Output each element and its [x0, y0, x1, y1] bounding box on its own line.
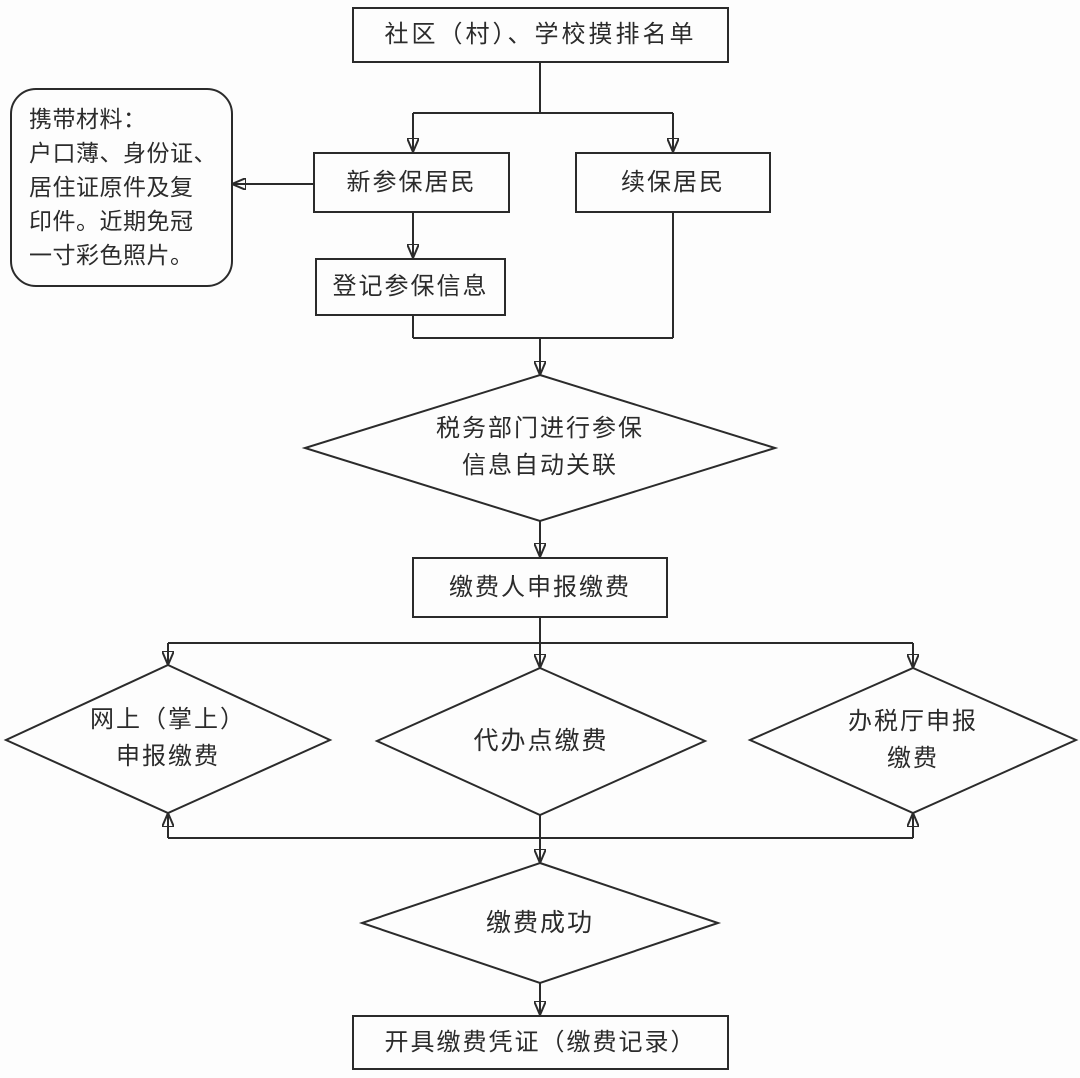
renew-resident-node: 续保居民: [575, 152, 771, 213]
tax-hall-payment-node-label: 办税厅申报 缴费: [848, 708, 978, 772]
screening-list-node: 社区（村）、学校摸排名单: [352, 7, 729, 63]
online-payment-node-label: 网上（掌上） 申报缴费: [90, 707, 246, 770]
tax-hall-diamond-shape: [747, 666, 1079, 815]
connector-lines: [168, 63, 913, 1014]
new-resident-node: 新参保居民: [313, 152, 510, 213]
agent-payment-node-label: 代办点缴费: [473, 728, 609, 755]
tax-link-node-label: 税务部门进行参保 信息自动关联: [436, 416, 644, 479]
payment-success-node-label: 缴费成功: [485, 909, 594, 937]
online-payment-diamond-shape: [3, 663, 333, 815]
declare-payment-node: 缴费人申报缴费: [412, 557, 668, 618]
materials-note: 携带材料： 户口薄、身份证、 居住证原件及复 印件。近期免冠 一寸彩色照片。: [10, 88, 233, 287]
register-info-node: 登记参保信息: [315, 258, 506, 316]
payment-success-diamond-shape: [358, 861, 722, 985]
diamond-shapes: [3, 373, 1079, 985]
issue-receipt-node: 开具缴费凭证（缴费记录）: [352, 1015, 729, 1070]
tax-link-diamond-shape: [301, 373, 779, 523]
agent-payment-diamond-shape: [374, 666, 708, 817]
